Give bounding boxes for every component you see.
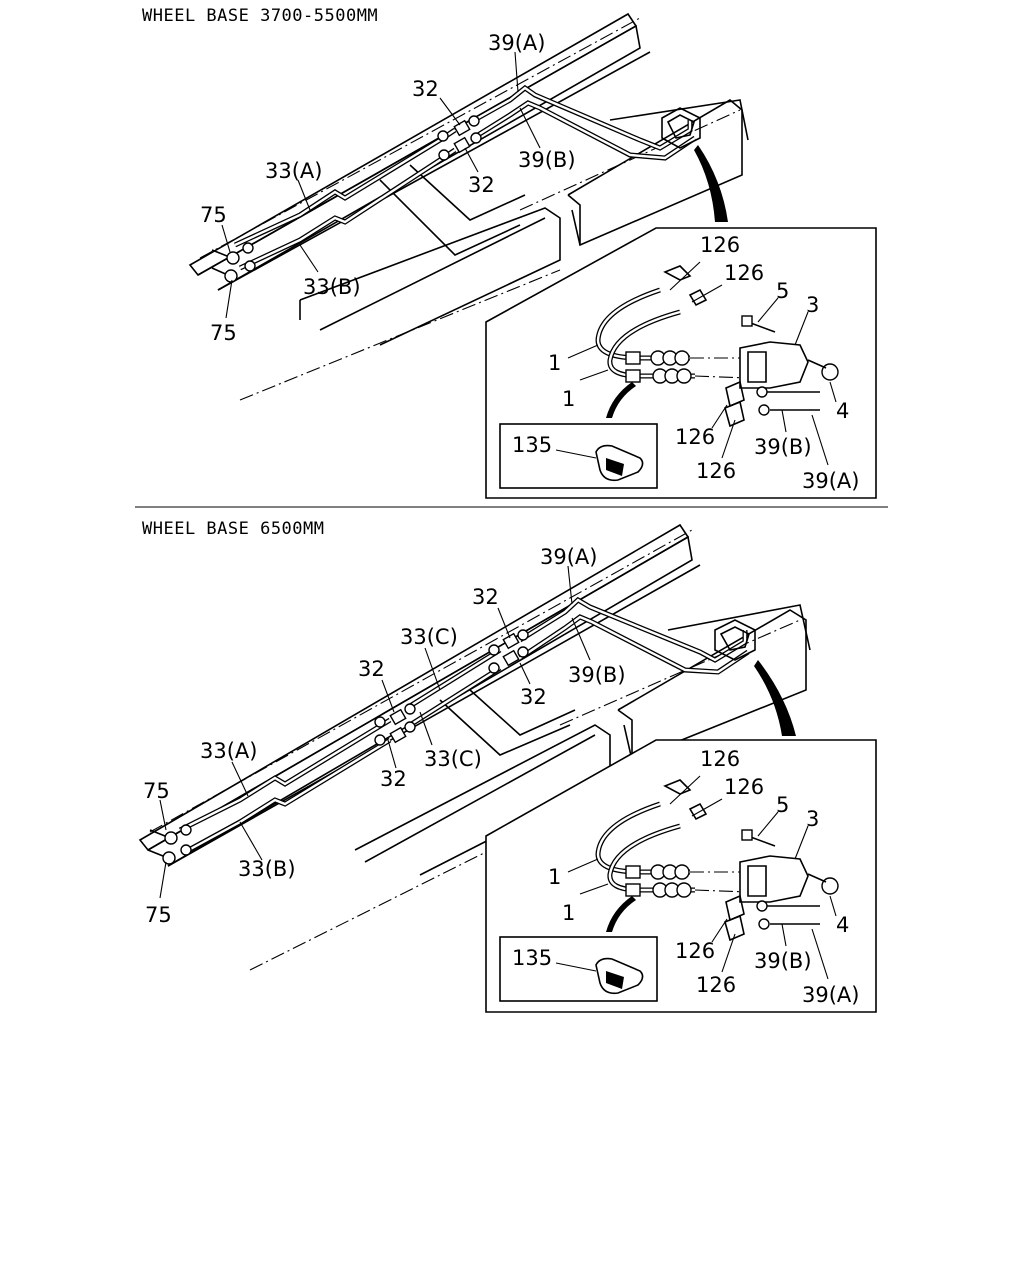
diagram-title: WHEEL BASE 3700-5500MM — [142, 6, 378, 26]
detail-callout-1-lower: 1 — [562, 901, 575, 925]
leader-lines — [221, 51, 541, 319]
detail-callout-126-d: 126 — [696, 459, 736, 483]
detail-arrow — [694, 145, 728, 222]
detail-callout-39a: 39(A) — [802, 983, 859, 1007]
bolt-75 — [147, 824, 192, 865]
diagram-wheelbase-6500: WHEEL BASE 6500MM — [138, 519, 877, 1013]
callout-75-upper: 75 — [143, 779, 170, 803]
callout-32-mid-upper: 32 — [358, 657, 385, 681]
detail-callout-39b: 39(B) — [754, 435, 812, 459]
callout-32-lower: 32 — [468, 173, 495, 197]
brake-pipe-33a — [178, 717, 392, 833]
detail-callout-5: 5 — [776, 793, 789, 817]
callout-75-lower: 75 — [210, 321, 237, 345]
callout-33b: 33(B) — [303, 275, 361, 299]
detail-callout-1-upper: 1 — [548, 351, 561, 375]
detail-callout-135: 135 — [512, 946, 552, 970]
detail-box — [485, 227, 877, 499]
brake-pipe-39b — [518, 614, 750, 675]
callout-33c-lower: 33(C) — [424, 747, 482, 771]
detail-callout-1-upper: 1 — [548, 865, 561, 889]
detail-arrow — [754, 660, 796, 736]
callout-39b: 39(B) — [568, 663, 626, 687]
callout-33a: 33(A) — [200, 739, 257, 763]
detail-callout-126-b: 126 — [724, 775, 764, 799]
detail-callout-4: 4 — [836, 913, 849, 937]
detail-callout-3: 3 — [806, 293, 819, 317]
brake-pipe-33b — [183, 737, 392, 855]
detail-callout-1-lower: 1 — [562, 387, 575, 411]
detail-callout-39b: 39(B) — [754, 949, 812, 973]
callout-33a: 33(A) — [265, 159, 322, 183]
rear-bracket — [714, 619, 756, 661]
rear-bracket — [661, 107, 701, 149]
brake-pipe-33c — [408, 647, 502, 728]
detail-callout-126-c: 126 — [675, 939, 715, 963]
brake-pipe-39b — [476, 100, 697, 161]
detail-callout-126-a: 126 — [700, 747, 740, 771]
callout-32-rear-lower: 32 — [520, 685, 547, 709]
detail-callout-39a: 39(A) — [802, 469, 859, 493]
callout-33b: 33(B) — [238, 857, 296, 881]
detail-box — [485, 739, 877, 1013]
detail-callout-135: 135 — [512, 433, 552, 457]
brake-pipe-39a — [476, 84, 693, 151]
callout-32-upper: 32 — [412, 77, 439, 101]
diagram-wheelbase-3700-5500: WHEEL BASE 3700-5500MM — [142, 6, 877, 499]
detail-callout-126-b: 126 — [724, 261, 764, 285]
callout-33c-upper: 33(C) — [400, 625, 458, 649]
callout-75-lower: 75 — [145, 903, 172, 927]
detail-callout-126-a: 126 — [700, 233, 740, 257]
brake-pipe-39a — [518, 596, 748, 663]
callout-39a: 39(A) — [540, 545, 597, 569]
detail-callout-5: 5 — [776, 279, 789, 303]
callout-32-rear-upper: 32 — [472, 585, 499, 609]
frame-rail — [188, 12, 749, 291]
joint-32 — [374, 629, 529, 746]
callout-39a: 39(A) — [488, 31, 545, 55]
callout-39b: 39(B) — [518, 148, 576, 172]
cross-member — [239, 164, 561, 401]
diagram-title: WHEEL BASE 6500MM — [142, 519, 325, 539]
detail-callout-4: 4 — [836, 399, 849, 423]
bolt-75 — [211, 242, 256, 283]
joint-32 — [437, 115, 482, 161]
detail-callout-126-c: 126 — [675, 425, 715, 449]
detail-callout-3: 3 — [806, 807, 819, 831]
callout-32-mid-lower: 32 — [380, 767, 407, 791]
callout-75-upper: 75 — [200, 203, 227, 227]
leader-lines — [159, 565, 591, 899]
detail-callout-126-d: 126 — [696, 973, 736, 997]
